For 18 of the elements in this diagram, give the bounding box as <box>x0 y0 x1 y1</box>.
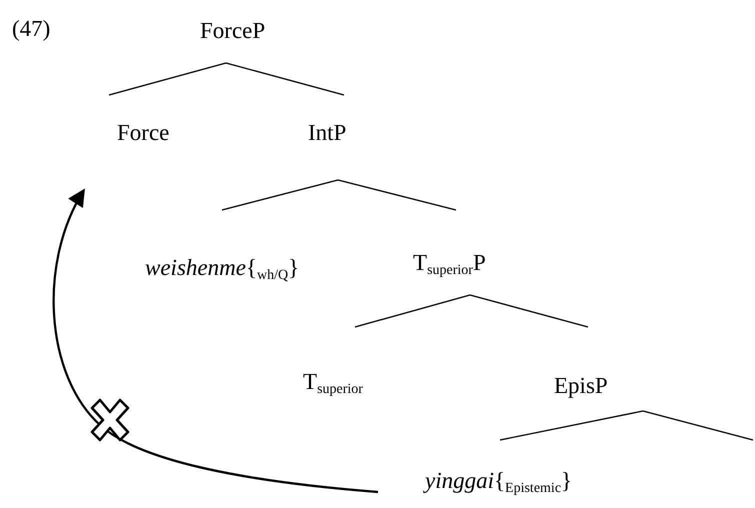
tree-branch <box>108 62 226 96</box>
example-number: (47) <box>12 16 50 42</box>
tree-label: Force <box>117 120 170 146</box>
tree-branch <box>642 410 754 441</box>
tree-label: T$_{superior}$P <box>413 250 486 278</box>
tree-branch <box>338 179 456 211</box>
tree-label: T$_{superior}$ <box>303 369 363 398</box>
tree-branch <box>500 410 644 441</box>
tree-label: IntP <box>308 120 346 146</box>
tree-branch <box>470 294 588 328</box>
tree-branch <box>222 179 338 211</box>
movement-arrow <box>52 188 378 494</box>
tree-label: weishenme{$_{wh/Q}$} <box>145 255 300 284</box>
tree-branch <box>354 294 470 328</box>
tree-branch <box>226 62 344 96</box>
tree-label: ForceP <box>200 18 266 44</box>
tree-label: yinggai{$_{Epistemic}$} <box>425 468 572 496</box>
tree-label: EpisP <box>554 373 608 398</box>
